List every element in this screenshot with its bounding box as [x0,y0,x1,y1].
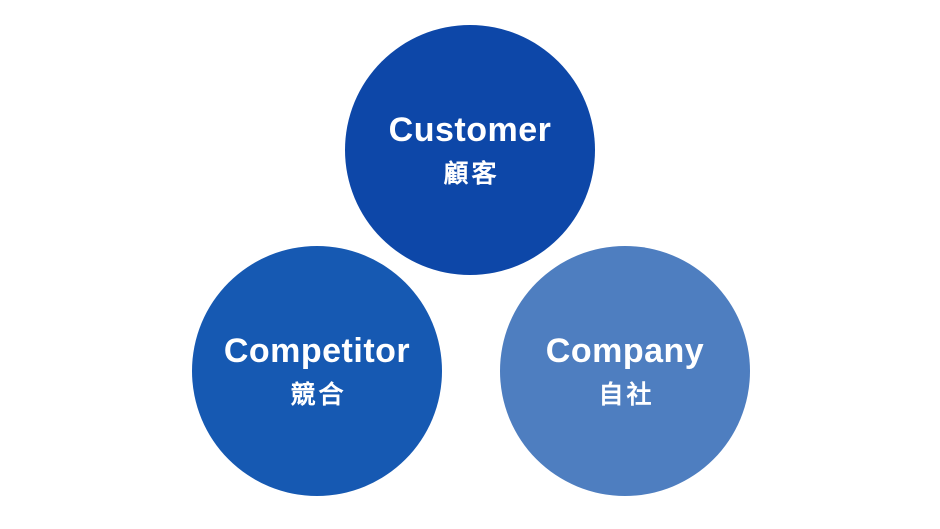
company-circle: Company 自社 [500,246,750,496]
customer-circle: Customer 顧客 [345,25,595,275]
company-label-en: Company [545,331,705,370]
competitor-label-en: Competitor [223,331,411,370]
customer-label-en: Customer [388,110,552,149]
company-label-ja: 自社 [598,380,655,409]
competitor-label-ja: 競合 [290,380,347,409]
competitor-circle: Competitor 競合 [192,246,442,496]
customer-label-ja: 顧客 [443,159,500,188]
